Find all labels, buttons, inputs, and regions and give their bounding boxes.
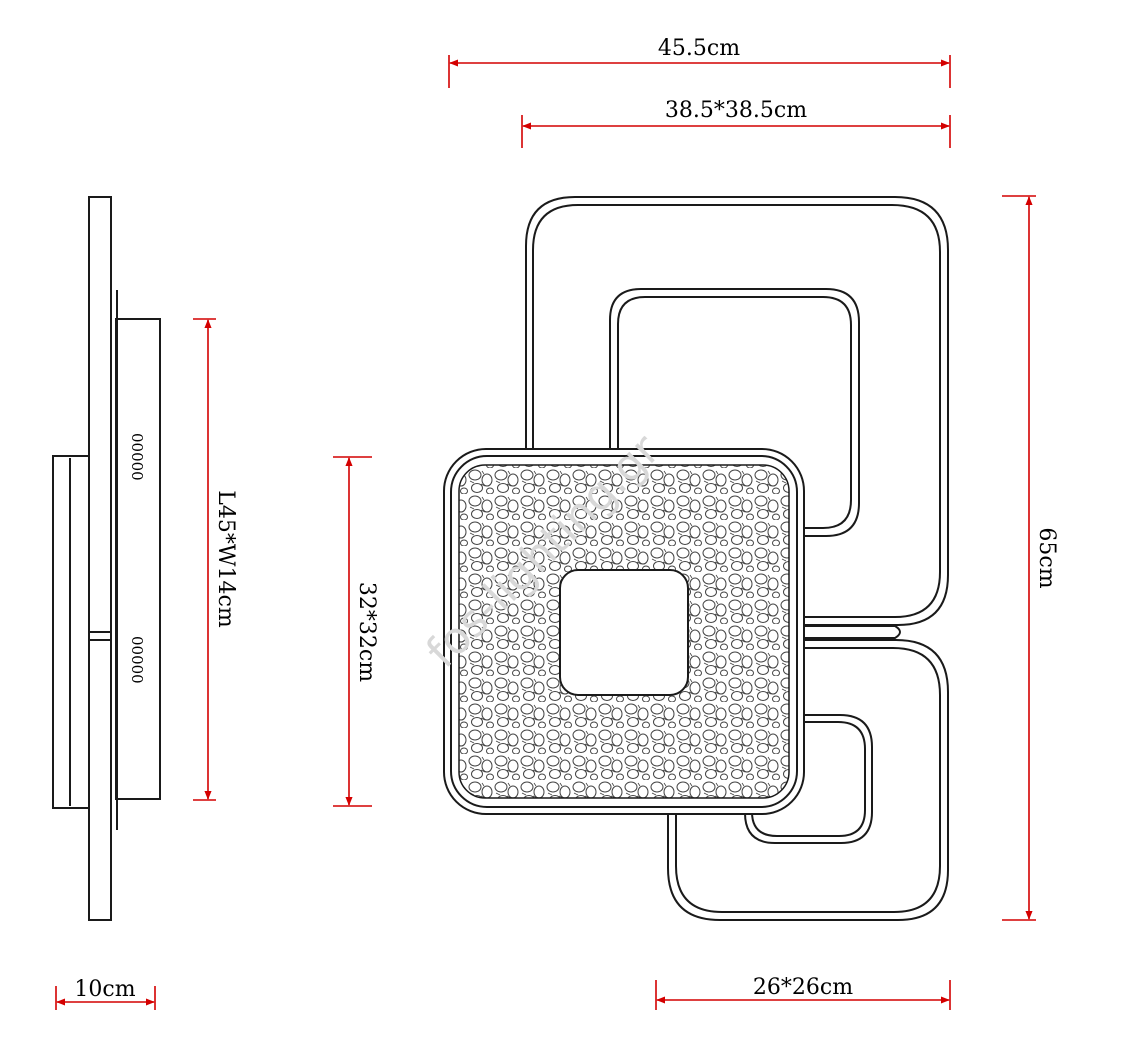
label-overall-width: 45.5cm [658,36,740,61]
frame-joint [800,625,901,639]
upper-side-frame [115,318,161,800]
dimension-lines [55,55,1036,1010]
label-crystal-panel: 32*32cm [354,582,379,682]
ceiling-plate [88,196,112,921]
label-side-length: L45*W14cm [213,490,238,628]
lower-inner-window-2 [751,721,866,837]
upper-inner-window-2 [617,296,852,529]
lower-frame-inner [675,647,941,913]
upper-inner-window [609,288,860,537]
lower-frame [667,639,949,921]
upper-frame [525,196,949,626]
led-marks-lower: 00000 [128,636,146,684]
label-lower-frame: 26*26cm [753,975,853,1000]
lower-inner-window [744,714,873,844]
label-height: 65cm [1034,527,1059,588]
crystal-panel-outer-2 [450,455,798,808]
label-upper-frame: 38.5*38.5cm [665,98,807,123]
crystal-center-window [559,569,689,696]
crystal-panel [443,448,805,815]
label-depth: 10cm [74,977,135,1002]
side-view [52,196,161,921]
front-view [525,196,949,921]
led-marks-upper: 00000 [128,433,146,481]
upper-frame-inner [532,204,941,618]
